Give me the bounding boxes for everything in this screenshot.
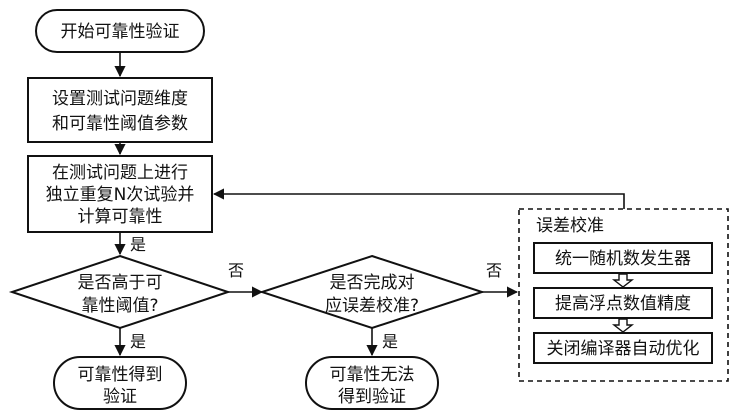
setup-node-label-line2: 和可靠性阈值参数: [52, 114, 188, 134]
calibration-step-1-label: 统一随机数发生器: [555, 249, 691, 269]
trial-node: 在测试问题上进行 独立重复N次试验并 计算可靠性: [28, 156, 212, 232]
trial-node-label-line3: 计算可靠性: [78, 207, 163, 227]
decision2-label-line2: 应误差校准?: [325, 296, 419, 316]
trial-node-label-line2: 独立重复N次试验并: [46, 185, 195, 205]
calibration-title: 误差校准: [536, 216, 604, 236]
edge-label-no-2: 否: [486, 261, 502, 280]
decision1-label-line1: 是否高于可: [78, 273, 163, 293]
edge-label-yes-2: 是: [130, 332, 146, 351]
verified-label-line1: 可靠性得到: [78, 365, 163, 385]
start-node: 开始可靠性验证: [36, 10, 204, 52]
calibration-step-3-label: 关闭编译器自动优化: [547, 339, 700, 359]
edge-label-yes-1: 是: [130, 235, 146, 254]
trial-node-label-line1: 在测试问题上进行: [52, 163, 188, 183]
calibration-group: 误差校准 统一随机数发生器 提高浮点数值精度 关闭编译器自动优化: [519, 209, 728, 381]
unverified-label-line1: 可靠性无法: [330, 365, 415, 385]
edge-label-yes-3: 是: [382, 332, 398, 351]
decision1-label-line2: 靠性阈值?: [81, 296, 158, 316]
decision1-node: 是否高于可 靠性阈值?: [12, 256, 228, 328]
verified-label-line2: 验证: [103, 387, 137, 407]
unverified-node: 可靠性无法 得到验证: [306, 357, 438, 409]
unverified-label-line2: 得到验证: [338, 387, 406, 407]
decision2-node: 是否完成对 应误差校准?: [262, 256, 482, 328]
setup-node-label-line1: 设置测试问题维度: [52, 89, 188, 109]
verified-node: 可靠性得到 验证: [54, 357, 186, 409]
calibration-step-2-label: 提高浮点数值精度: [555, 294, 691, 314]
edge-calibration-to-trial: [214, 194, 624, 209]
decision2-label-line1: 是否完成对: [330, 273, 415, 293]
setup-node: 设置测试问题维度 和可靠性阈值参数: [28, 78, 212, 142]
edge-label-no-1: 否: [228, 261, 244, 280]
start-node-label: 开始可靠性验证: [61, 22, 180, 42]
